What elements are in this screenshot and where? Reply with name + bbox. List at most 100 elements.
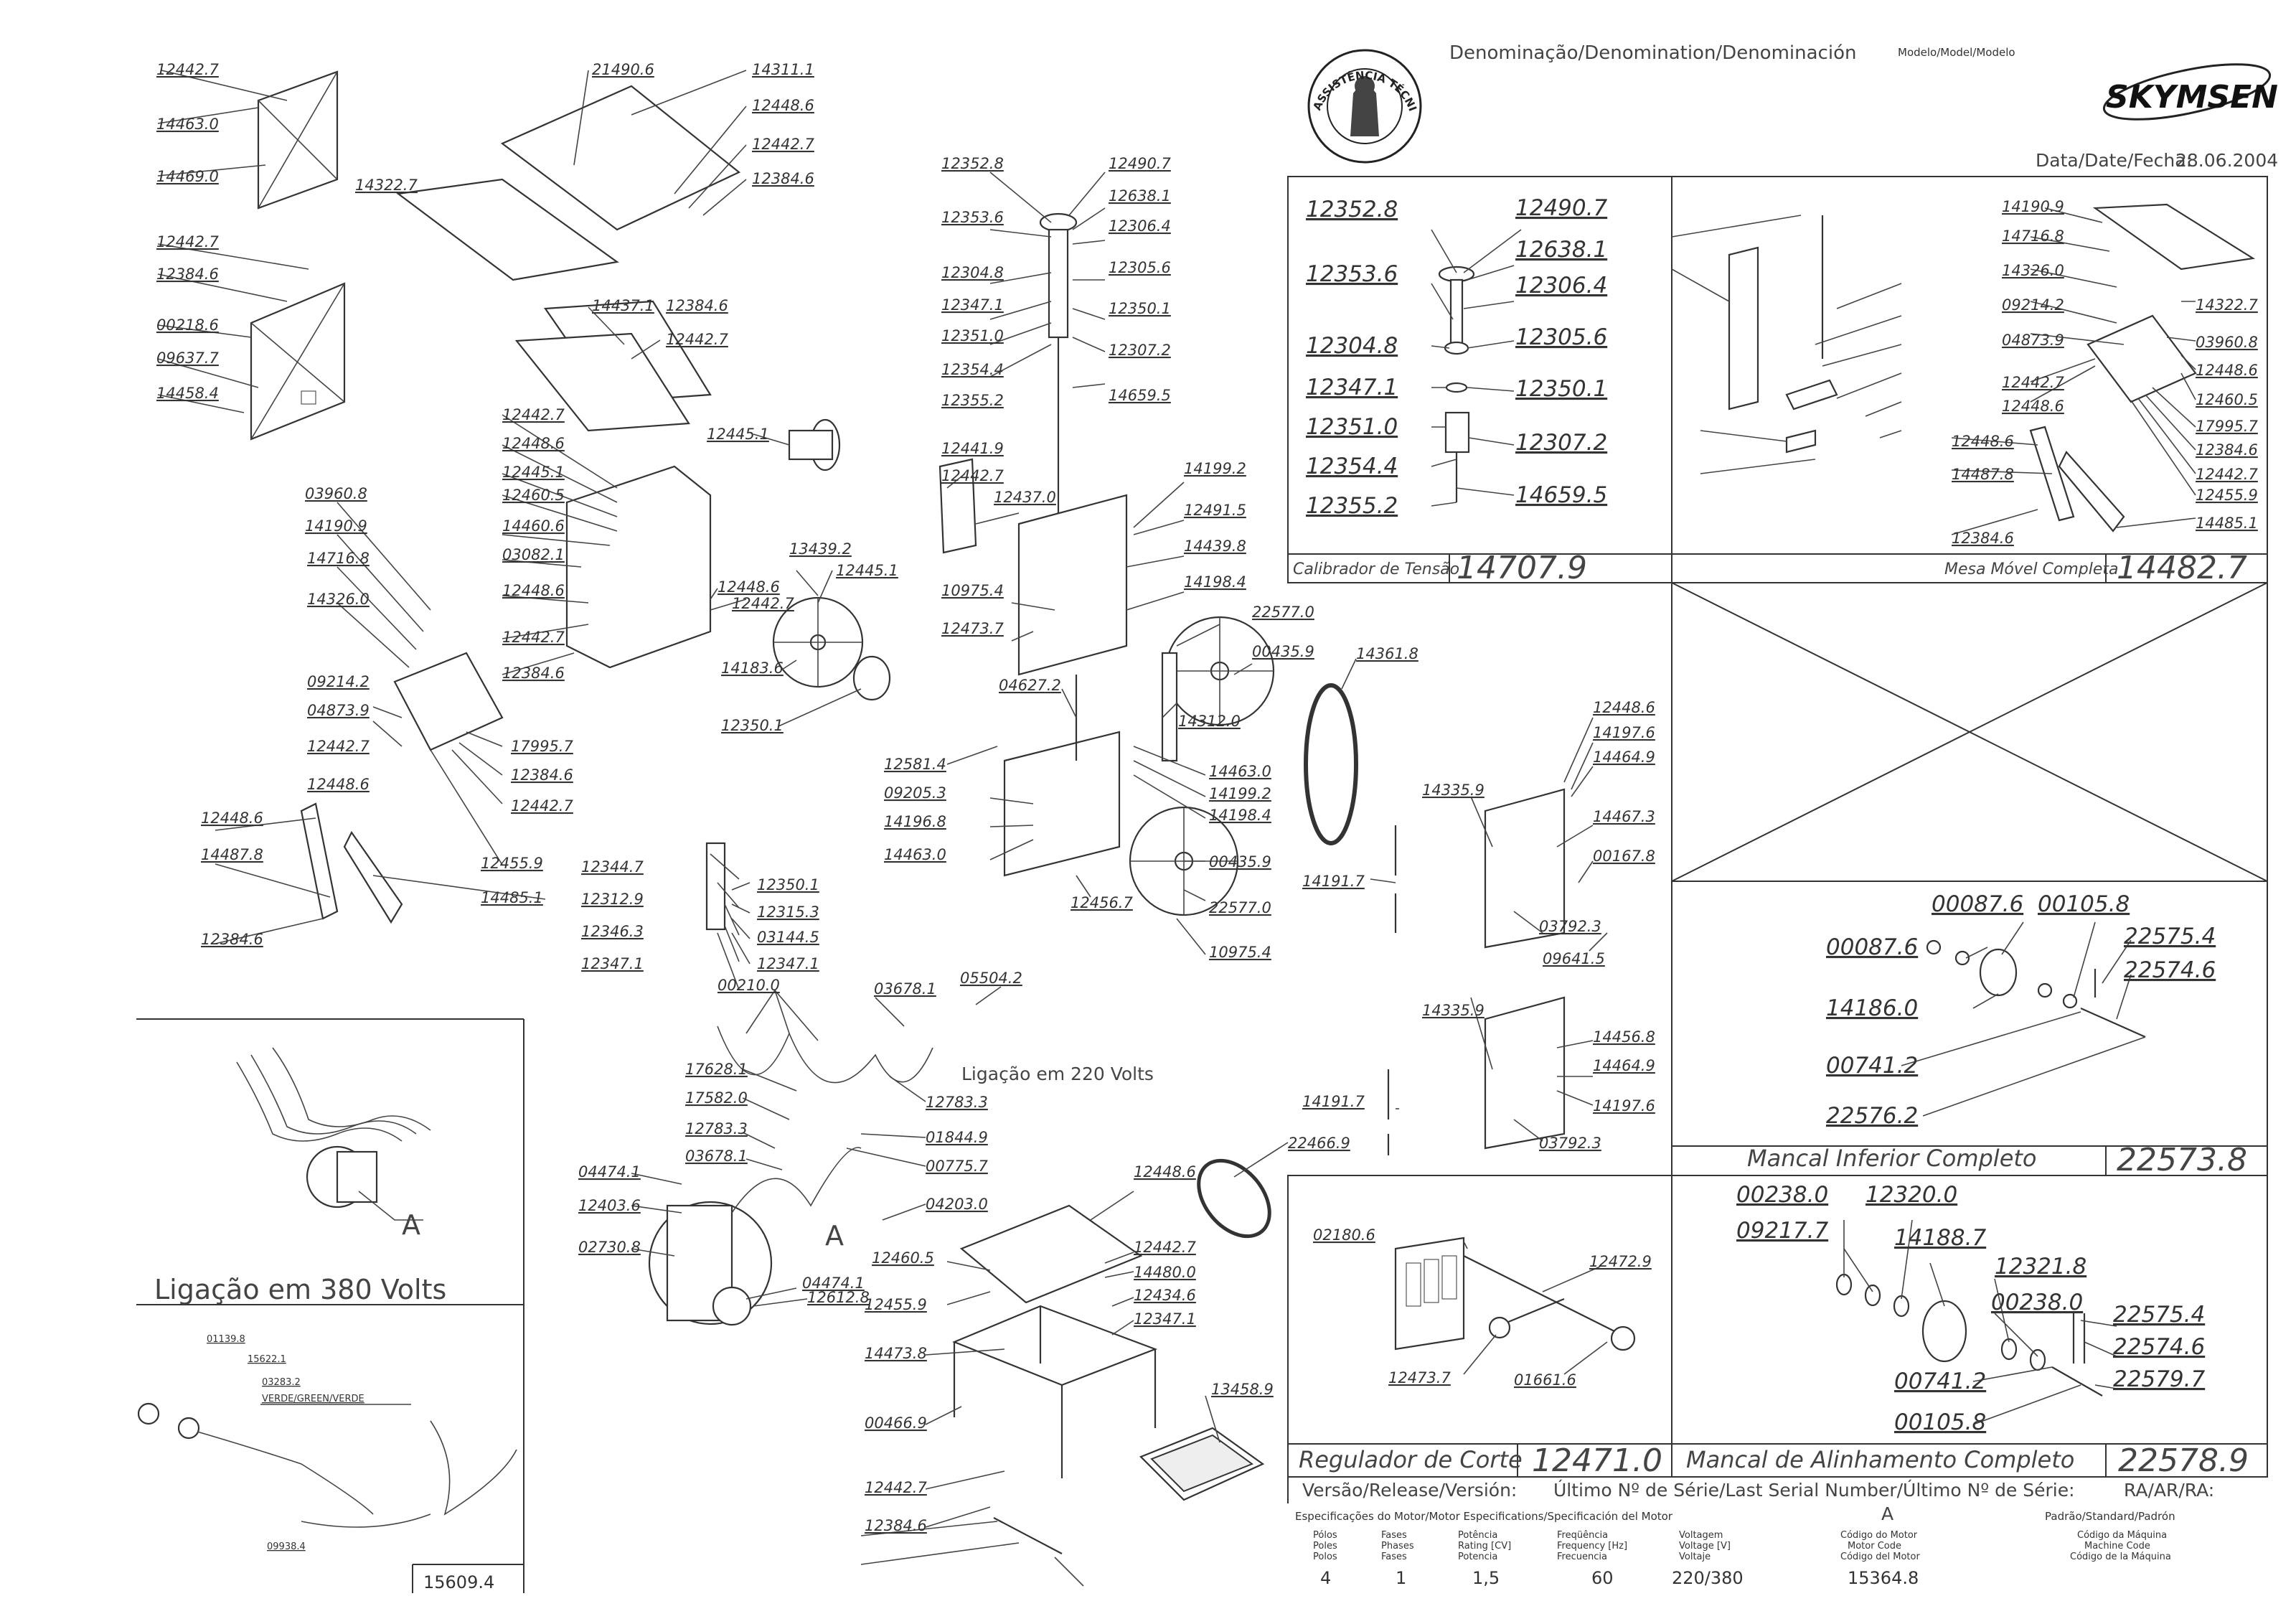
frames [136, 176, 2268, 1593]
marker-a-380: A [402, 1209, 420, 1241]
part-label: 12442.7 [307, 738, 370, 755]
serial-label: Último Nº de Série/Last Serial Number/Úl… [1553, 1479, 2075, 1501]
part-label: 00741.2 [1826, 1053, 1918, 1079]
part-label: 12384.6 [865, 1517, 927, 1534]
part-label: 03792.3 [1539, 918, 1601, 935]
part-label: 12307.2 [1109, 342, 1171, 359]
part-label: 03678.1 [685, 1147, 748, 1165]
spec-value-frequency: 60 [1591, 1568, 1614, 1588]
part-label: 12354.4 [1306, 454, 1398, 479]
svg-text:Código do Motor: Código do Motor [1840, 1530, 1918, 1541]
spec-value-voltage: 220/380 [1672, 1568, 1744, 1588]
part-label: 12455.9 [865, 1296, 927, 1313]
part-label: 12448.6 [1593, 699, 1655, 716]
part-label: 00210.0 [718, 977, 780, 994]
part-label: 14312.0 [1178, 713, 1241, 730]
part-label: 12442.7 [511, 797, 573, 815]
part-label: 12638.1 [1515, 237, 1607, 263]
leader-lines [157, 70, 1608, 1587]
part-label: 14196.8 [884, 813, 946, 830]
part-label: 01844.9 [926, 1129, 988, 1146]
spec-col-phases: Fases Phases Fases 1 [1381, 1530, 1414, 1588]
alignment-bearing-code: 22578.9 [2118, 1442, 2249, 1479]
part-label: 14188.7 [1894, 1225, 1986, 1251]
cut-regulator-labels: 02180.6 12472.9 12473.7 01661.6 Regulado… [1299, 1226, 1662, 1479]
part-label: 09214.2 [2002, 296, 2064, 314]
alignment-bearing-title: Mancal de Alinhamento Completo [1686, 1446, 2074, 1473]
part-label: 12353.6 [941, 209, 1004, 226]
part-label: 12448.6 [718, 578, 780, 596]
svg-text:ASSISTÊNCIA TÉCNICA AUTORIZADA: ASSISTÊNCIA TÉCNICA AUTORIZADA [0, 0, 1419, 113]
part-label: 12448.6 [2002, 398, 2064, 415]
part-label: 14361.8 [1356, 645, 1418, 662]
alignment-bearing-drawing [1835, 1273, 2103, 1397]
part-label: 17995.7 [511, 738, 573, 755]
svg-text:Fases: Fases [1381, 1552, 1407, 1562]
spec-value-poles: 4 [1320, 1568, 1331, 1588]
part-label: 12445.1 [707, 426, 769, 443]
part-label: 12321.8 [1995, 1254, 2086, 1280]
part-label: 12320.0 [1866, 1182, 1957, 1208]
spec-col-rating: Potência Rating [CV] Potencia 1,5 [1458, 1530, 1511, 1588]
part-label: 00238.0 [1736, 1182, 1828, 1208]
part-label: 12448.6 [752, 97, 814, 114]
cable-code: 15609.4 [423, 1572, 494, 1592]
part-label: 12306.4 [1109, 217, 1171, 235]
part-label: 14437.1 [592, 297, 654, 314]
cable-label: 01139.8 [207, 1334, 245, 1345]
part-label: 12442.7 [752, 136, 814, 153]
part-label: 12304.8 [941, 264, 1004, 281]
part-label: 14467.3 [1593, 808, 1655, 825]
part-label: 12351.0 [941, 327, 1004, 344]
part-label: 12442.7 [156, 233, 219, 250]
part-label: 00167.8 [1593, 848, 1655, 865]
part-label: 22574.6 [2124, 957, 2216, 983]
svg-text:Polos: Polos [1313, 1552, 1337, 1562]
part-label: 14463.0 [884, 846, 946, 863]
authorized-service-seal: ASSISTÊNCIA TÉCNICA AUTORIZADA [0, 0, 1422, 164]
part-label: 12347.1 [581, 955, 644, 972]
part-label: 14199.2 [1209, 785, 1271, 802]
part-label: 12442.7 [941, 467, 1004, 484]
part-label: 12448.6 [307, 776, 370, 793]
part-label: 12344.7 [581, 858, 644, 876]
part-label: 01661.6 [1514, 1371, 1576, 1389]
svg-text:Motor Code: Motor Code [1848, 1541, 1901, 1552]
part-label: 12442.7 [666, 331, 728, 348]
part-label: 14191.7 [1302, 1093, 1365, 1110]
release-label: Versão/Release/Versión: [1302, 1480, 1517, 1501]
part-label: 17582.0 [685, 1089, 748, 1107]
part-label: 12442.7 [865, 1479, 927, 1496]
part-label: 12448.6 [502, 582, 565, 599]
part-label: 14197.6 [1593, 724, 1655, 741]
part-label: 02730.8 [578, 1239, 641, 1256]
cable-label: 03283.2 [262, 1377, 301, 1388]
part-label: 00775.7 [926, 1158, 988, 1175]
part-label: 12442.7 [2002, 374, 2064, 391]
part-label: 12473.7 [1388, 1369, 1451, 1386]
brand-logo: SKYMSEN [2102, 63, 2278, 121]
marker-a-motor: A [825, 1220, 844, 1252]
part-label: 10975.4 [941, 582, 1004, 599]
part-label: 04873.9 [2002, 332, 2064, 349]
part-label: 00105.8 [2038, 891, 2130, 917]
cable-panel [137, 1402, 517, 1528]
part-label: 12442.7 [2196, 466, 2258, 483]
part-label: 12472.9 [1589, 1253, 1652, 1270]
part-label: 03792.3 [1539, 1135, 1601, 1152]
part-label: 00466.9 [865, 1414, 927, 1432]
part-label: 12384.6 [2196, 441, 2258, 459]
part-label: 12346.3 [581, 923, 644, 940]
part-label: 22577.0 [1209, 899, 1271, 916]
part-label: 14190.9 [305, 517, 367, 535]
brand-name: SKYMSEN [2106, 79, 2278, 116]
part-label: 04203.0 [926, 1196, 988, 1213]
header: Denominação/Denomination/Denominación Mo… [0, 0, 2278, 171]
part-label: 12455.9 [2196, 487, 2258, 504]
part-label: 12352.8 [941, 155, 1004, 172]
tension-box-title: Calibrador de Tensão [1293, 560, 1459, 578]
part-label: 12350.1 [721, 717, 784, 734]
part-label: 12460.5 [872, 1249, 934, 1267]
part-label: 12783.3 [685, 1120, 748, 1137]
part-label: 22575.4 [2113, 1302, 2205, 1328]
